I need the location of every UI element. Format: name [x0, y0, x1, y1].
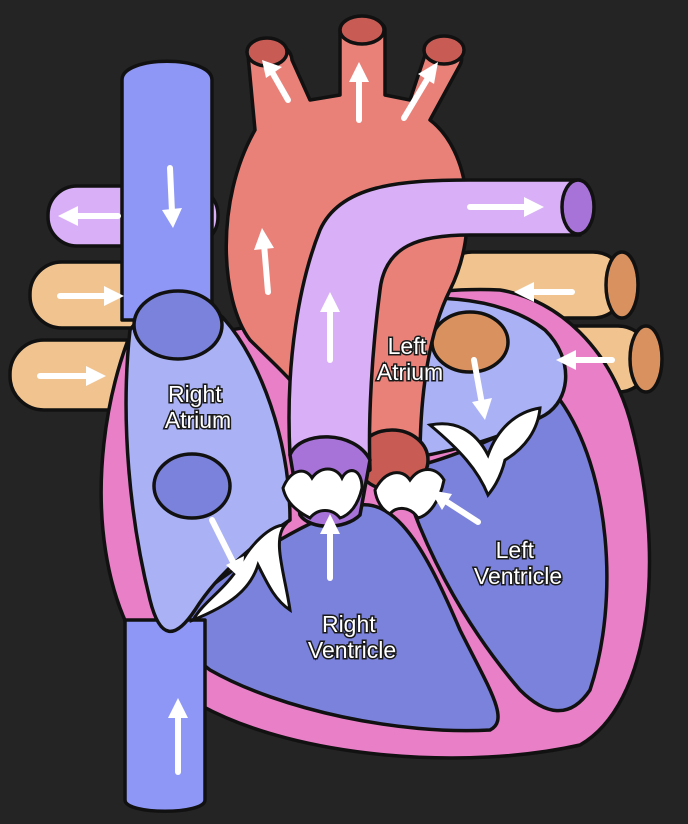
flow-arrow-icon — [168, 698, 188, 775]
flow-arrow-icon — [467, 197, 544, 217]
mitral-valve-icon — [426, 406, 542, 498]
flow-arrow-icon — [162, 165, 182, 228]
pulmonary-vein-upper-opening — [604, 250, 640, 320]
pulmonary-vein-lower-opening — [628, 324, 664, 394]
flow-arrow-icon — [401, 62, 438, 121]
flow-arrow-icon — [430, 490, 481, 525]
flow-arrow-icon — [349, 62, 369, 123]
flow-arrow-icon — [556, 350, 615, 370]
pulmonary-artery-opening — [560, 178, 596, 236]
left-ventricle-label: Left Ventricle — [474, 537, 562, 589]
aortic-valve-icon — [373, 468, 446, 520]
pulmonary-valve-icon — [281, 467, 364, 520]
superior-vena-cava-opening — [132, 289, 224, 361]
aorta-branch-2-opening — [338, 14, 386, 46]
pulmonary-vein-inlet — [430, 310, 510, 374]
flow-arrow-icon — [471, 357, 492, 420]
coronary-sinus — [152, 452, 232, 520]
aorta-branch-3-opening — [422, 34, 466, 66]
right-ventricle-label: Right Ventricle — [308, 611, 396, 663]
flow-arrow-icon — [254, 228, 274, 295]
flow-arrow-icon — [320, 292, 340, 363]
flow-arrows — [37, 60, 615, 775]
flow-arrow-icon — [262, 60, 291, 103]
vena-cava-inferior — [123, 618, 207, 813]
flow-arrow-icon — [37, 366, 106, 386]
flow-arrow-icon — [209, 517, 244, 580]
flow-arrow-icon — [514, 282, 575, 302]
right-atrium-label: Right Atrium — [165, 381, 231, 433]
vena-cava-superior — [120, 59, 214, 322]
flow-arrow-icon — [320, 514, 340, 581]
left-atrium-label: Left Atrium — [377, 333, 443, 385]
flow-arrow-icon — [58, 206, 121, 226]
flow-arrow-icon — [57, 286, 124, 306]
